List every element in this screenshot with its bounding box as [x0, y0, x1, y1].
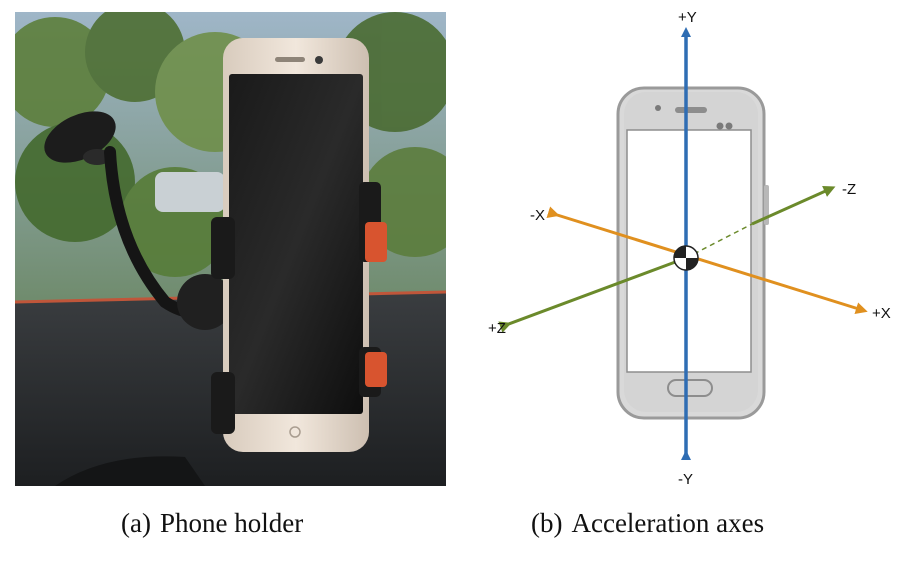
caption-a-text: Phone holder [159, 508, 304, 538]
z-axis-line-tip [751, 185, 836, 226]
phone-holder-photo [15, 12, 446, 486]
phone-screen [229, 74, 363, 414]
x-axis-line [546, 206, 868, 314]
z-axis-line-front [498, 256, 687, 333]
acceleration-axes-diagram: +Y -Y -X +X +Z -Z [470, 0, 909, 500]
phone-holder-illustration [15, 12, 446, 486]
air-vent [55, 456, 205, 486]
parked-car [155, 172, 225, 212]
caption-a-tag: (a) [121, 508, 151, 538]
front-camera [716, 122, 724, 130]
caption-b: (b) Acceleration axes [531, 508, 764, 539]
label-minus-x: -X [530, 207, 545, 224]
clamp-pad-top [365, 222, 387, 262]
phone-earpiece [275, 57, 305, 62]
label-plus-y: +Y [678, 9, 697, 26]
label-plus-x: +X [872, 305, 891, 322]
origin-marker [673, 245, 699, 271]
label-minus-y: -Y [678, 471, 693, 488]
phone-home-dot [289, 426, 301, 438]
clamp-pad-bottom [365, 352, 387, 387]
phone-camera [315, 56, 323, 64]
caption-b-text: Acceleration axes [571, 508, 765, 538]
earpiece [675, 107, 707, 113]
clamp-left-bottom [211, 372, 235, 434]
caption-a: (a) Phone holder [121, 508, 303, 539]
suction-lever [83, 149, 111, 165]
axes-svg: +Y -Y -X +X +Z -Z [488, 9, 891, 488]
ball-joint [177, 274, 233, 330]
clamp-left-top [211, 217, 235, 279]
caption-b-tag: (b) [531, 508, 563, 538]
label-plus-z: +Z [488, 320, 506, 337]
label-minus-z: -Z [842, 181, 856, 198]
